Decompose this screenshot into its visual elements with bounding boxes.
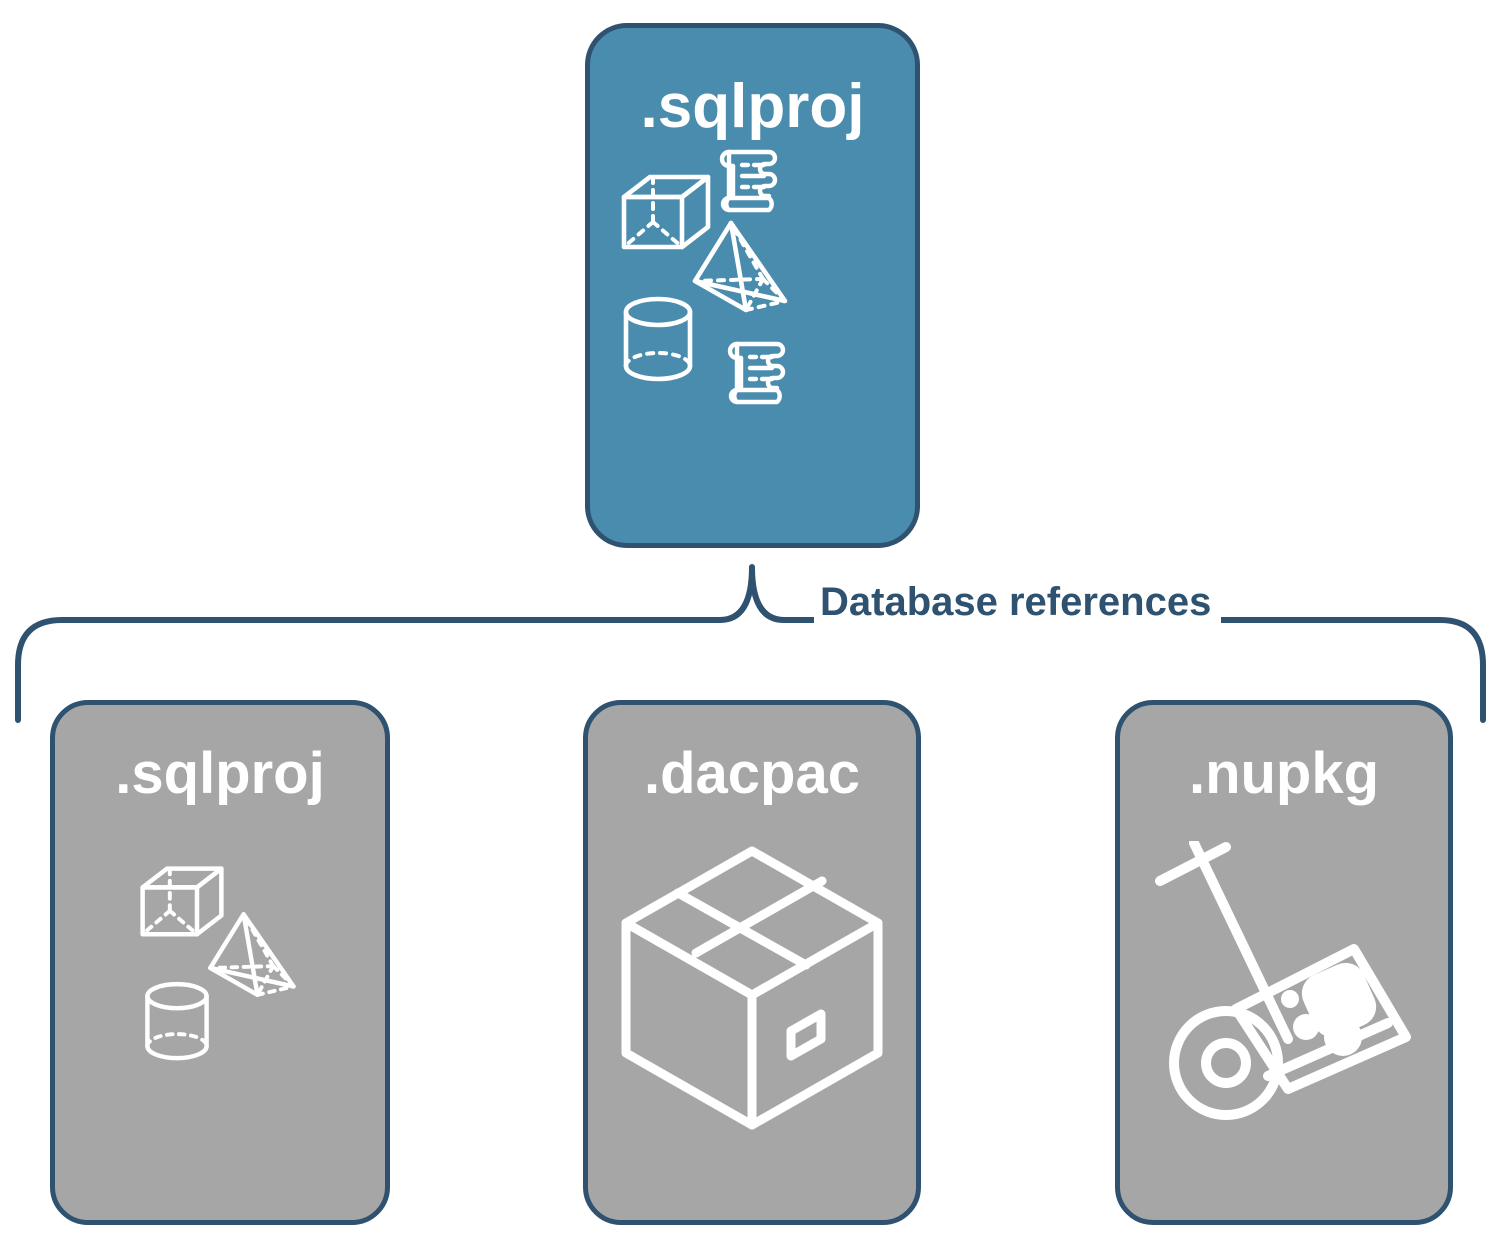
cylinder-wireframe-icon	[623, 296, 693, 382]
card-title-nupkg: .nupkg	[1188, 741, 1380, 806]
hand-truck-package-icon	[1155, 841, 1411, 1120]
cube-wireframe-icon	[140, 866, 224, 937]
card-title-dacpac: .dacpac	[644, 741, 860, 806]
scroll-script-icon	[727, 341, 786, 405]
dacpac-icon-group	[588, 803, 916, 1220]
nupkg-icon-group	[1120, 803, 1448, 1220]
cube-wireframe-icon	[621, 174, 711, 250]
parent-icon-group	[590, 138, 915, 543]
card-title-sqlproj-parent: .sqlproj	[640, 72, 865, 141]
card-dacpac[interactable]: .dacpac	[583, 700, 921, 1225]
brace-label-database-references: Database references	[814, 578, 1222, 628]
shipping-box-icon	[621, 846, 883, 1130]
sqlproj-child-icon-group	[55, 803, 385, 1220]
card-title-sqlproj-child: .sqlproj	[115, 741, 325, 806]
card-sqlproj-parent[interactable]: .sqlproj	[585, 23, 920, 548]
pyramid-wireframe-icon	[692, 220, 788, 313]
pyramid-wireframe-icon	[208, 912, 296, 998]
card-sqlproj-child[interactable]: .sqlproj	[50, 700, 390, 1225]
cylinder-wireframe-icon	[145, 981, 209, 1061]
card-nupkg[interactable]: .nupkg	[1115, 700, 1453, 1225]
scroll-script-icon	[719, 149, 778, 213]
